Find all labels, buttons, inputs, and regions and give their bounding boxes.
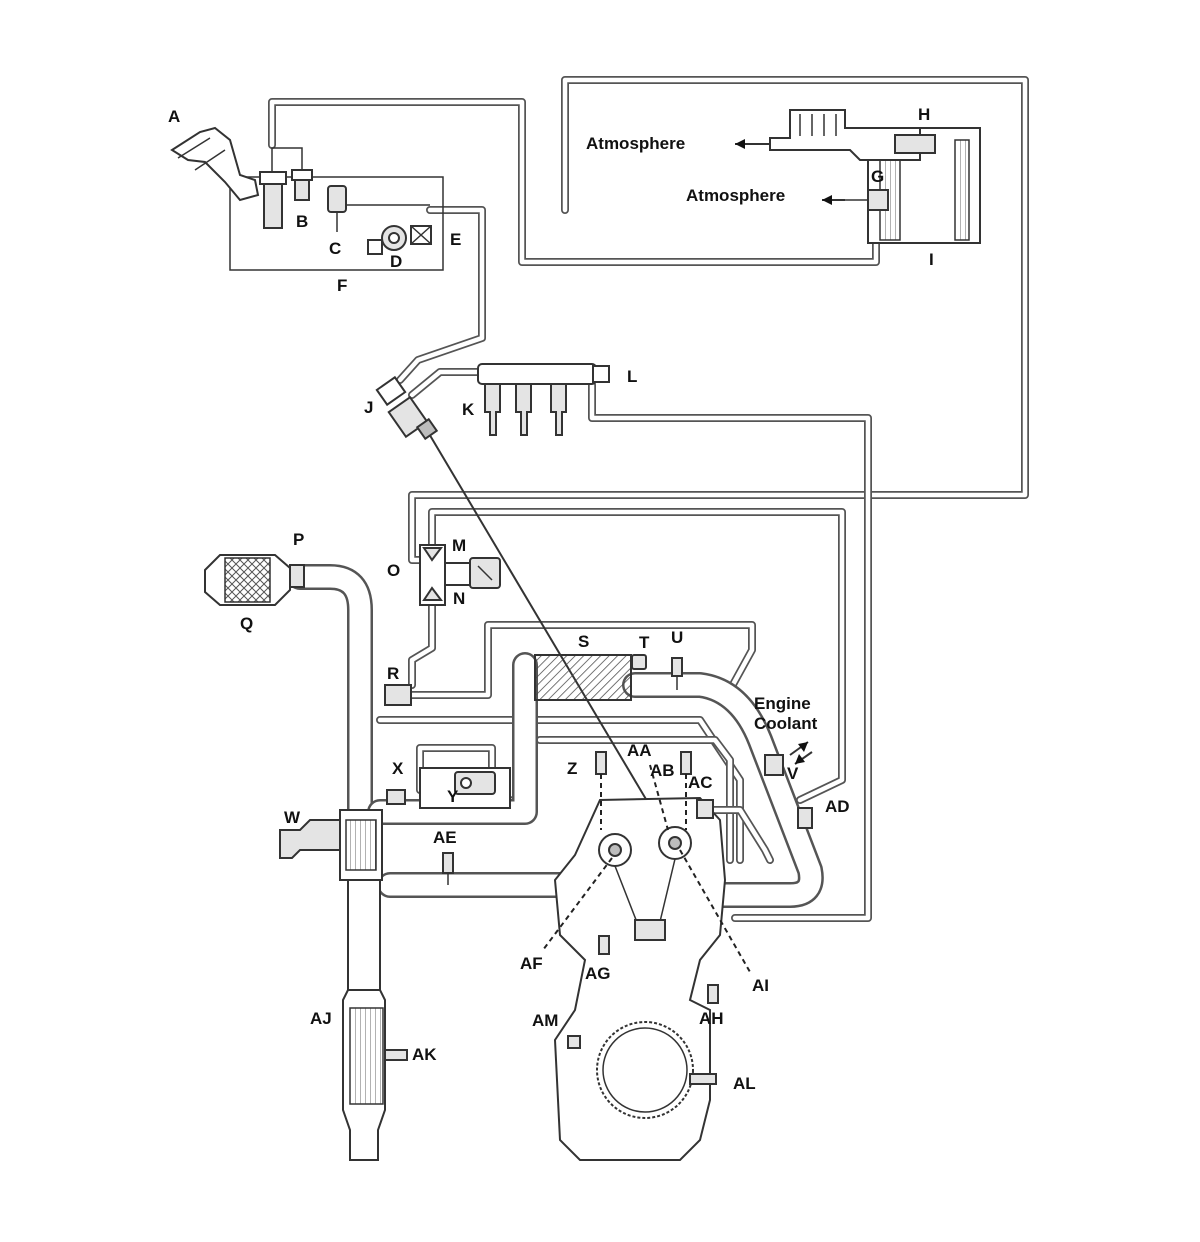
label-t: T [639,633,650,652]
label-o: O [387,561,401,580]
label-ac: AC [688,773,713,792]
engine-block [553,741,813,1161]
label-c: C [329,239,342,258]
hose-network [268,76,1029,922]
fuel-rail-assembly [375,363,610,441]
label-n: N [453,589,466,608]
label-l: L [627,367,638,386]
label-ah: AH [699,1009,724,1028]
label-aj: AJ [310,1009,332,1028]
label-h: H [918,105,931,124]
exhaust-catalyst [342,879,408,1161]
intercooler-area [384,654,683,706]
label-d: D [390,252,403,271]
valve-block [419,544,501,606]
label-s: S [578,632,590,651]
label-v: V [787,764,799,783]
label-ak: AK [412,1045,437,1064]
label-e: E [450,230,462,249]
label-f: F [337,276,348,295]
label-am: AM [532,1011,559,1030]
label-ad: AD [825,797,850,816]
leader-lines [542,764,751,973]
label-z: Z [567,759,578,778]
label-r: R [387,664,400,683]
label-aa: AA [627,741,652,760]
air-filter [204,554,305,606]
fuel-module-box [170,126,444,271]
label-al: AL [733,1074,756,1093]
label-b: B [296,212,309,231]
label-q: Q [240,614,254,633]
label-w: W [284,808,301,827]
injectors [484,383,567,436]
label-y: Y [447,787,459,806]
label-ag: AG [585,964,611,983]
label-ae: AE [433,828,457,847]
actuator-group [386,767,511,809]
turbocharger [279,809,454,885]
label-k: K [462,400,475,419]
evap-canister [735,109,981,244]
label-p: P [293,530,305,549]
label-x: X [392,759,404,778]
label-atmosphere-top: Atmosphere [586,134,686,153]
sensor-wire [427,431,673,844]
label-af: AF [520,954,543,973]
label-m: M [452,536,467,555]
air-ducts [287,564,824,908]
label-u: U [671,628,684,647]
label-engine-coolant: Engine Coolant [754,694,818,733]
label-ab: AB [650,761,675,780]
label-atmosphere-mid: Atmosphere [686,186,786,205]
label-g: G [871,167,885,186]
label-a: A [168,107,181,126]
label-j: J [364,398,374,417]
label-i: I [929,250,934,269]
label-ai: AI [752,976,769,995]
